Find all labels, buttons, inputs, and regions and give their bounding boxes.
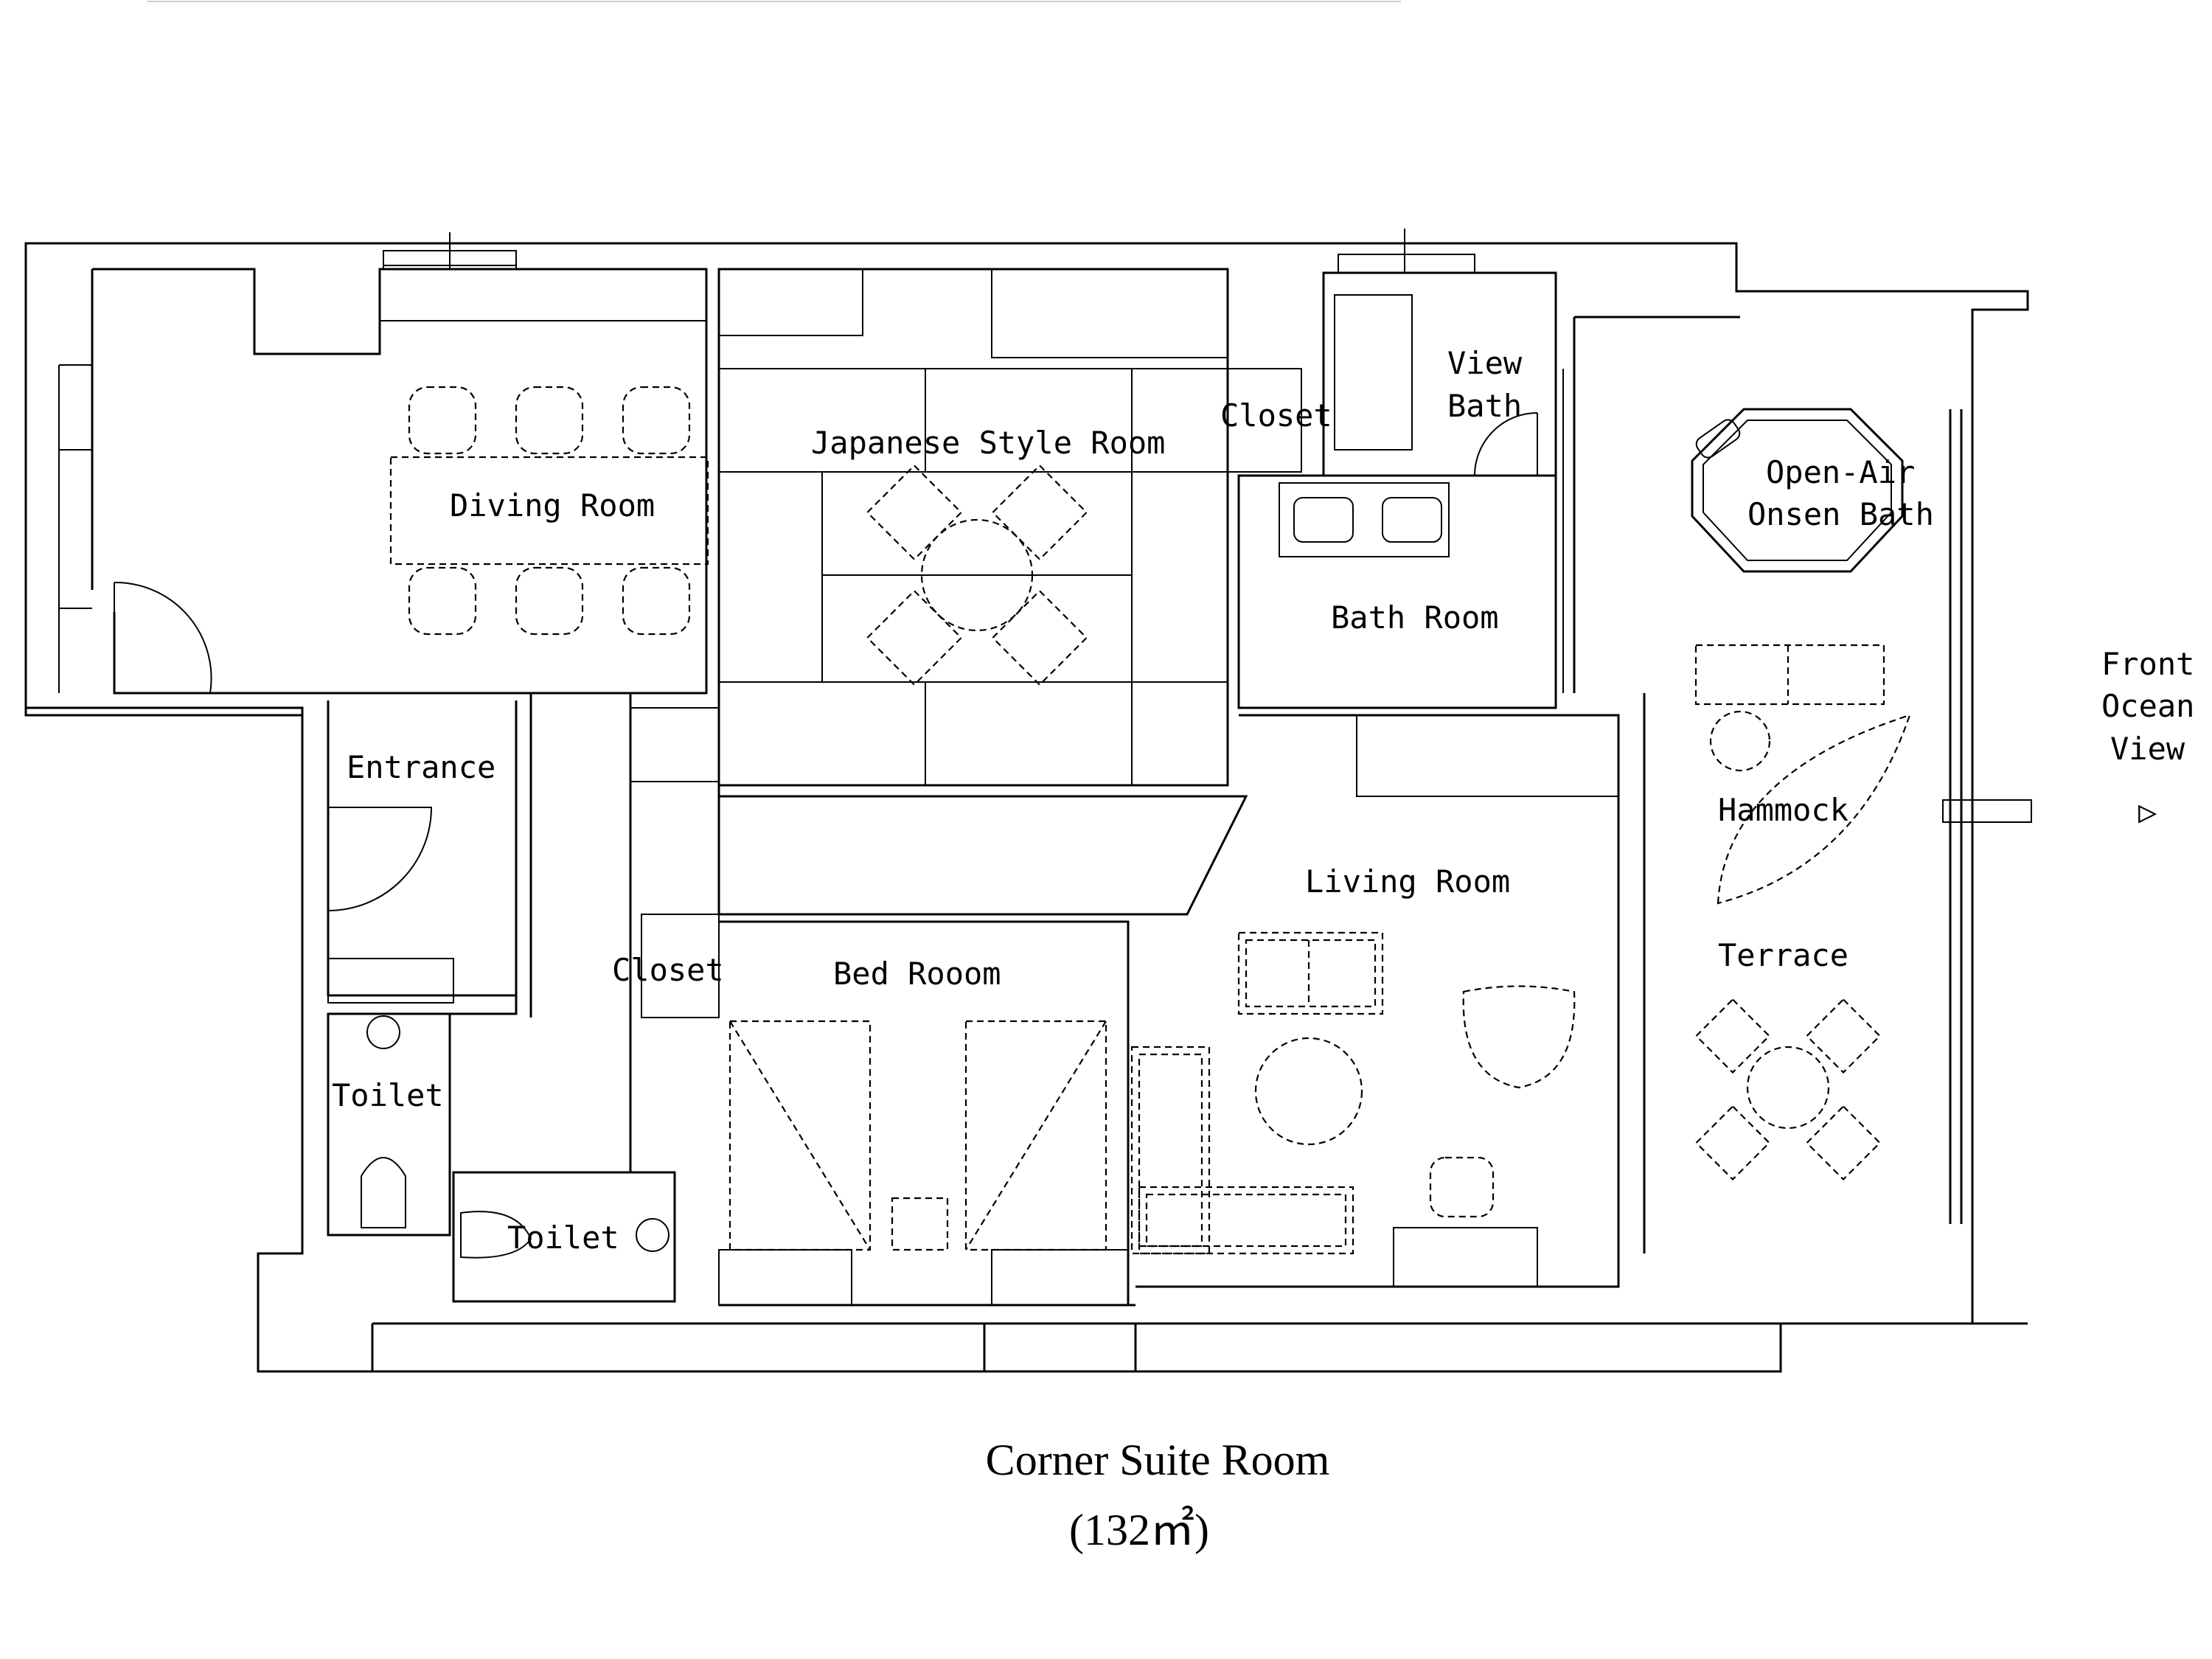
room-label-toilet-2: Toilet (507, 1220, 619, 1256)
room-label-entrance: Entrance (347, 749, 495, 785)
room-label-closet-left: Closet (612, 952, 724, 988)
living-furniture (1130, 931, 1576, 1287)
room-label-bath-room: Bath Room (1331, 599, 1499, 636)
room-label-diving: Diving Room (450, 487, 655, 524)
room-label-living: Living Room (1305, 863, 1510, 900)
room-label-hammock: Hammock (1718, 792, 1848, 828)
room-label-japanese: Japanese Style Room (811, 425, 1165, 461)
onsen-bath (1691, 408, 1904, 573)
doors (114, 412, 1538, 911)
room-label-view-bath-1: View (1447, 345, 1523, 381)
view-label-line-3: View (2110, 731, 2185, 767)
room-label-bed: Bed Rooom (833, 956, 1001, 992)
plan-area: (132㎡) (1069, 1506, 1209, 1554)
japanese-furniture (866, 464, 1088, 686)
room-label-onsen-2: Onsen Bath (1747, 496, 1934, 532)
plan-title: Corner Suite Room (986, 1436, 1330, 1484)
toilet-fixtures (361, 1015, 669, 1259)
dining-furniture (389, 386, 709, 636)
terrace-furniture (1694, 644, 1911, 1181)
view-label-line-1: Front (2101, 646, 2194, 682)
view-label-line-2: Ocean (2101, 688, 2194, 724)
room-label-closet-top: Closet (1220, 397, 1332, 434)
view-arrow-icon: ▷ (2138, 793, 2157, 830)
room-label-onsen-1: Open-Air (1766, 454, 1915, 490)
room-label-toilet-1: Toilet (332, 1077, 444, 1113)
bed-furniture (728, 1020, 1107, 1251)
outer-walls (24, 242, 2029, 1373)
room-label-terrace: Terrace (1718, 937, 1848, 973)
room-label-view-bath-2: Bath (1447, 388, 1522, 424)
interior-walls (58, 229, 2032, 1307)
